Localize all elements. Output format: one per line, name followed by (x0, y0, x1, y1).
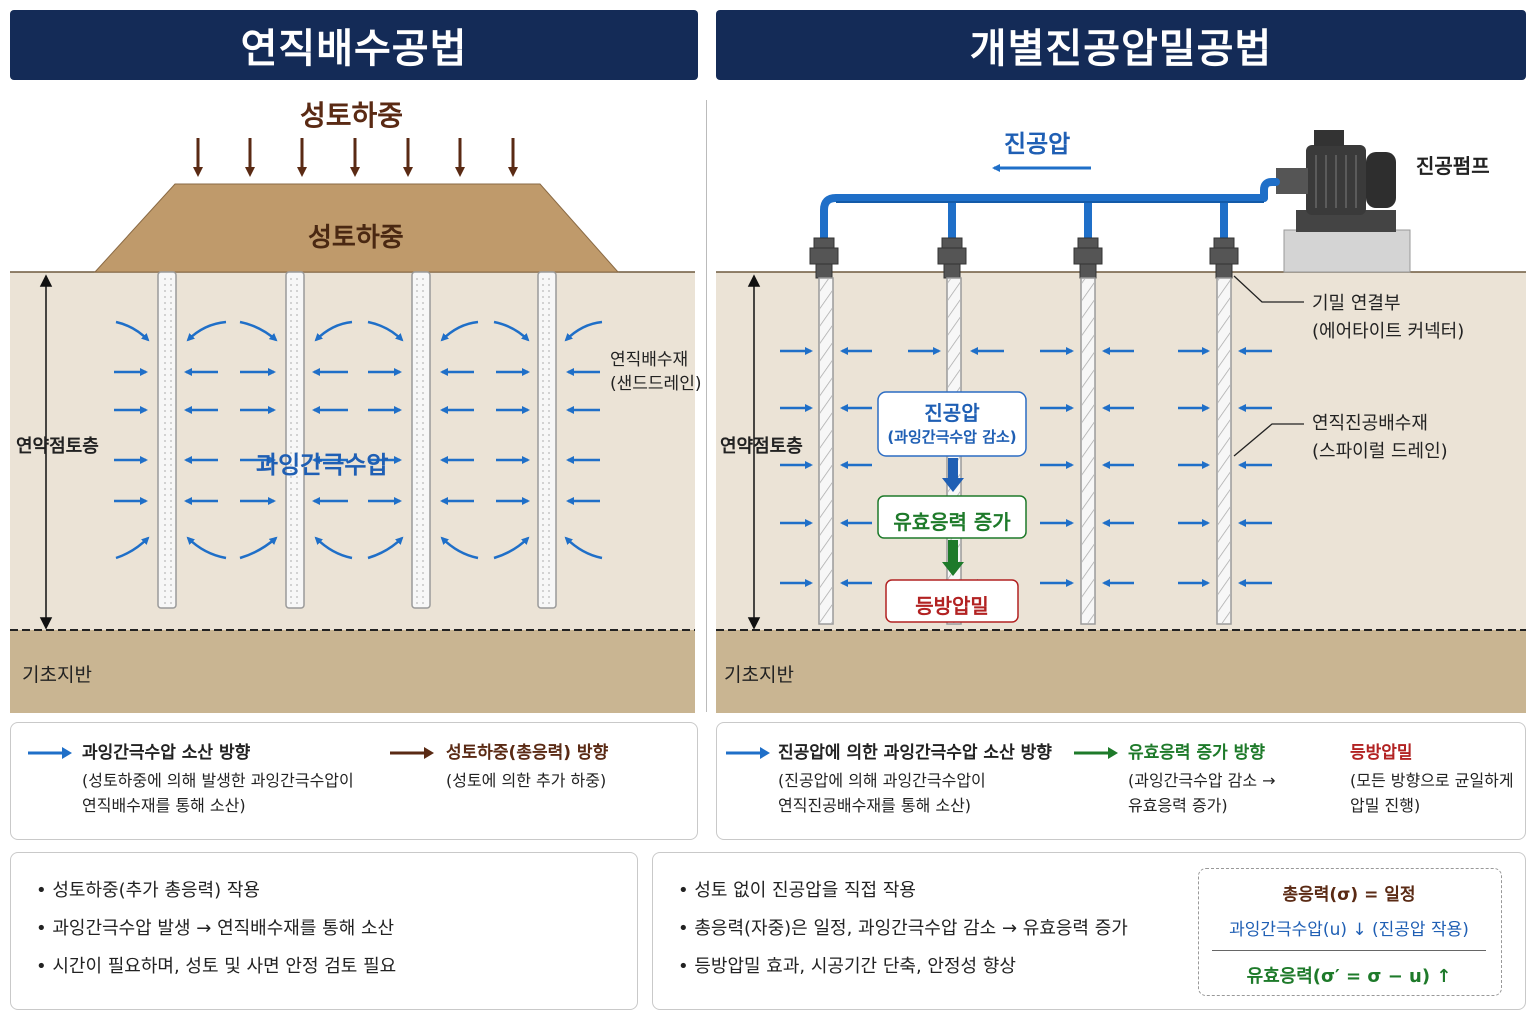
flow-box-iso (885, 579, 1019, 623)
legend-right-item2: 유효응력 증가 방향 (1128, 740, 1265, 766)
embankment (93, 183, 620, 273)
spiral-drain-label-line2: (스파이럴 드레인) (1312, 441, 1448, 462)
legend-left-item1-title: 과잉간극수압 소산 방향 (82, 743, 251, 763)
flow-box-vacuum (877, 391, 1027, 457)
flow-box-stress-text: 유효응력 증가 (893, 510, 1011, 534)
connector-label-line2: (에어타이트 커넥터) (1312, 321, 1465, 342)
connector-label: 기밀 연결부 (에어타이트 커넥터) (1312, 290, 1464, 346)
right-title: 개별진공압밀공법 (716, 10, 1526, 80)
soft-clay-label-left: 연약점토층 (16, 436, 99, 457)
legend-right-item1-desc2: 연직진공배수재를 통해 소산) (778, 796, 972, 815)
flow-box-iso-text: 등방압밀 (915, 594, 989, 618)
legend-left-item1-desc1: (성토하중에 의해 발생한 과잉간극수압이 (82, 771, 354, 790)
soft-clay-layer-right (716, 272, 1526, 630)
legend-right (716, 722, 1526, 840)
legend-arrows (28, 747, 1118, 759)
foundation-layer (10, 630, 695, 713)
spiral-drain-label: 연직진공배수재 (스파이럴 드레인) (1312, 410, 1448, 466)
flow-arrow-1 (942, 458, 964, 492)
legend-right-item3-title: 등방압밀 (1350, 743, 1413, 763)
legend-right-item1: 진공압에 의한 과잉간극수압 소산 방향 (778, 740, 1052, 766)
summary-left-2: • 과잉간극수압 발생 → 연직배수재를 통해 소산 (36, 918, 395, 939)
legend-right-item2-desc1: (과잉간극수압 감소 → (1128, 771, 1276, 790)
flow-arrow-2 (942, 540, 964, 576)
left-diagram (10, 138, 695, 713)
vacuum-pump (1276, 130, 1396, 232)
soft-clay-label-right: 연약점토층 (720, 436, 803, 457)
legend-right-item1-desc: (진공압에 의해 과잉간극수압이 연직진공배수재를 통해 소산) (778, 768, 986, 818)
summary-left-3: • 시간이 필요하며, 성토 및 사면 안정 검토 필요 (36, 956, 397, 977)
legend-right-item3-desc2: 압밀 진행) (1350, 796, 1421, 815)
drain-label-left-line1: 연직배수재 (610, 350, 689, 370)
flow-box-vacuum-text: 진공압 (과잉간극수압 감소) (878, 397, 1026, 447)
drain-label-left-line2: (샌드드레인) (610, 374, 702, 394)
legend-left-item1: 과잉간극수압 소산 방향 (82, 740, 250, 766)
legend-left-item2-desc: (성토에 의한 추가 하중) (446, 771, 607, 790)
panel-divider (706, 100, 707, 712)
foundation-layer-right (716, 630, 1526, 713)
formula-box (1198, 868, 1502, 996)
pump-base (1283, 229, 1411, 273)
legend-left-item2: 성토하중(총응력) 방향 (446, 740, 608, 766)
foundation-label-right: 기초지반 (724, 664, 794, 686)
soft-clay-layer (10, 272, 695, 630)
foundation-label-left: 기초지반 (22, 664, 92, 686)
legend-right-item3-desc: (모든 방향으로 균일하게 압밀 진행) (1350, 768, 1514, 818)
summary-left-1: • 성토하중(추가 총응력) 작용 (36, 880, 260, 901)
legend-right-item3-desc1: (모든 방향으로 균일하게 (1350, 771, 1514, 790)
pore-pressure-label: 과잉간극수압 (256, 451, 389, 479)
formula-effective-stress: 유효응력(σ′ = σ − u) ↑ (1246, 966, 1452, 987)
legend-left-item1-desc: (성토하중에 의해 발생한 과잉간극수압이 연직배수재를 통해 소산) (82, 768, 354, 818)
summary-right-2: • 총응력(자중)은 일정, 과잉간극수압 감소 → 유효응력 증가 (678, 918, 1128, 939)
summary-right (652, 852, 1526, 1010)
left-title: 연직배수공법 (10, 10, 698, 80)
formula-divider (1212, 950, 1486, 951)
legend-right-item3: 등방압밀 (1350, 740, 1413, 766)
legend-right-item1-title: 진공압에 의한 과잉간극수압 소산 방향 (778, 743, 1052, 763)
load-label-top: 성토하중 (300, 99, 404, 132)
legend-right-item2-desc: (과잉간극수압 감소 → 유효응력 증가) (1128, 768, 1276, 818)
legend-right-item1-desc1: (진공압에 의해 과잉간극수압이 (778, 771, 986, 790)
right-diagram (716, 130, 1526, 713)
vacuum-label: 진공압 (1004, 130, 1071, 158)
spiral-drain-label-line1: 연직진공배수재 (1312, 413, 1428, 434)
legend-right-item2-title: 유효응력 증가 방향 (1128, 743, 1265, 763)
legend-left (10, 722, 698, 840)
legend-left-item1-desc2: 연직배수재를 통해 소산) (82, 796, 246, 815)
formula-pore-pressure: 과잉간극수압(u) ↓ (진공압 작용) (1229, 920, 1469, 940)
legend-left-item2-title: 성토하중(총응력) 방향 (446, 743, 609, 763)
formula-total-stress: 총응력(σ) = 일정 (1282, 885, 1416, 905)
summary-right-3: • 등방압밀 효과, 시공기간 단축, 안정성 향상 (678, 956, 1016, 977)
summary-right-1: • 성토 없이 진공압을 직접 작용 (678, 880, 916, 901)
summary-left (10, 852, 638, 1010)
legend-right-item2-desc2: 유효응력 증가) (1128, 796, 1228, 815)
flow-box-vacuum-sub: (과잉간극수압 감소) (887, 428, 1017, 446)
pump-label: 진공펌프 (1416, 154, 1490, 178)
drain-label-left: 연직배수재 (샌드드레인) (610, 348, 701, 396)
flow-box-vacuum-title: 진공압 (924, 401, 980, 425)
connector-label-line1: 기밀 연결부 (1312, 293, 1401, 314)
embankment-label: 성토하중 (308, 223, 404, 253)
flow-box-stress (877, 495, 1027, 539)
